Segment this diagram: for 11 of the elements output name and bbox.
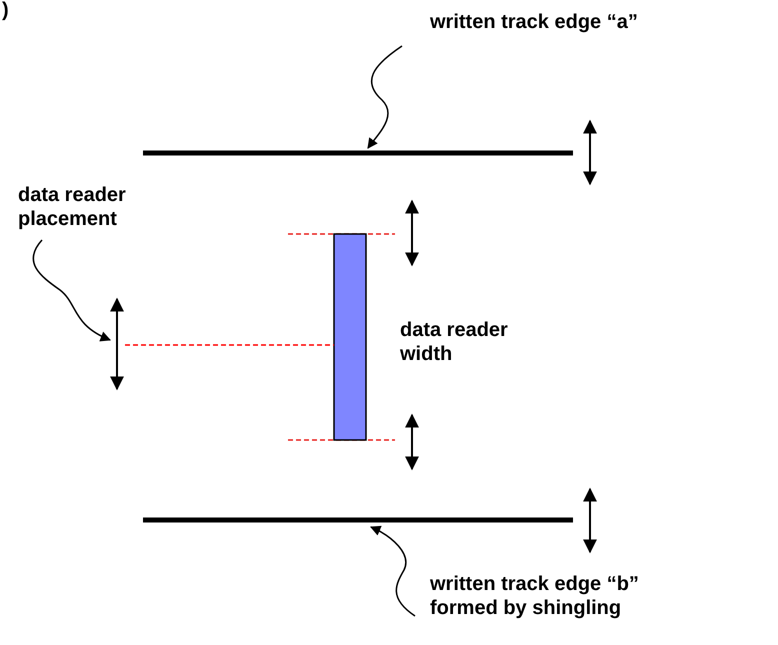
callout-text: data reader placement [18,183,218,231]
leader-line [367,45,402,149]
label-text: ) [2,0,9,22]
callout-text: written track edge “a” [430,10,730,34]
leader-line [370,526,416,617]
placement-arrow [110,298,124,390]
dimension-label: data reader width [400,318,509,366]
leader-line [32,240,111,341]
reference-line [125,344,334,346]
data-reader-bar [333,233,367,441]
callout-text: written track edge “b” formed by shingling [430,572,680,620]
